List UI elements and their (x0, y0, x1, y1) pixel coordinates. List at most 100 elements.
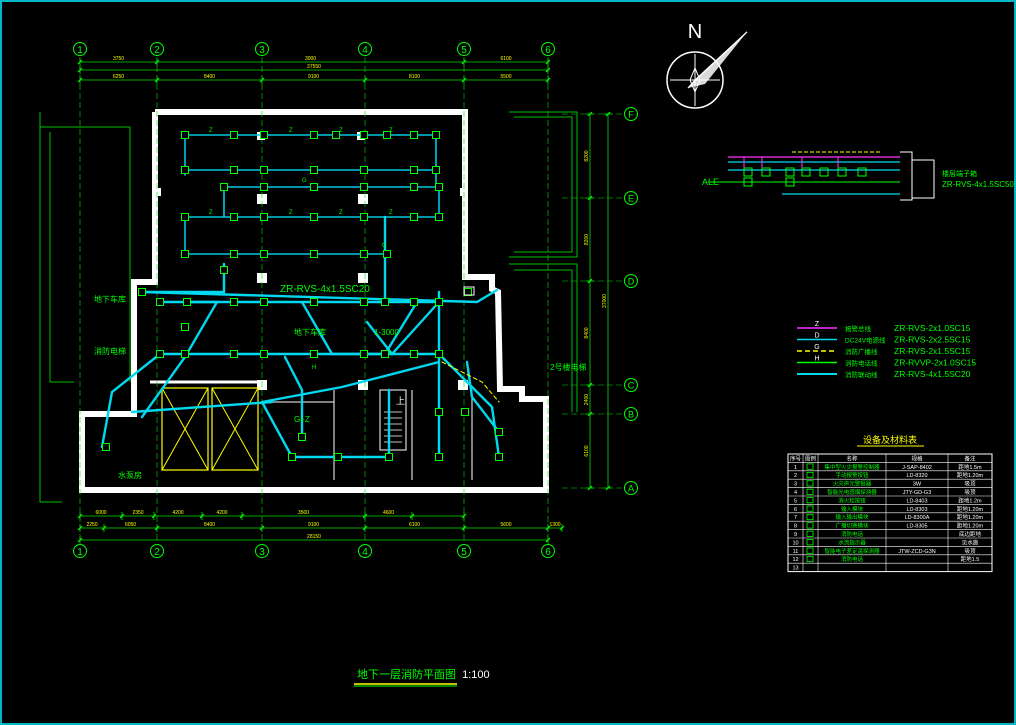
axis-bubble-top (358, 42, 372, 56)
detector-device (464, 288, 472, 296)
compass-ring (666, 51, 724, 109)
axis-bubble-bottom (73, 544, 87, 558)
stairwell (379, 389, 407, 451)
detector-device (310, 350, 318, 358)
detector-device (230, 350, 238, 358)
dim-slash (545, 67, 551, 73)
table-header-cell: 备注 (964, 454, 976, 462)
table-cell: 8 (794, 524, 797, 530)
dim-slash-v (587, 485, 593, 491)
table-cell: LD-8320 (906, 473, 927, 479)
detector-device (435, 350, 443, 358)
axis-label-right: F (628, 110, 634, 120)
axis-bubble-bottom (150, 544, 164, 558)
loop-tag-g: G (382, 243, 387, 249)
detector-device (310, 183, 318, 191)
detector-device (183, 298, 191, 306)
axis-label-bottom: 3 (259, 547, 265, 558)
dim-slash (461, 77, 467, 83)
axis-bubble-bottom (541, 544, 555, 558)
table-cell: 距地1.2m (958, 496, 982, 504)
axis-bubble-bottom (457, 544, 471, 558)
detector-device (381, 350, 389, 358)
table-legend-symbol (806, 539, 814, 546)
table-cell: 1 (794, 465, 797, 471)
detector-device (260, 250, 268, 258)
table-cell: 2 (794, 473, 797, 479)
detector-device (260, 131, 268, 139)
dim-slash (77, 537, 83, 543)
dim-label: 3000 (305, 56, 316, 62)
dim-slash (461, 513, 467, 519)
table-cell: 智能光电感烟探测器 (827, 488, 877, 496)
dim-slash-v (587, 111, 593, 117)
dim-slash (119, 513, 125, 519)
legend-cable: ZR-RVVP-2x1.0SC15 (894, 358, 976, 368)
axis-label-bottom: 2 (154, 547, 160, 558)
table-legend-symbol (806, 488, 814, 495)
table-cell: 输入模块 (841, 505, 864, 513)
system-panel-label: 楼层端子箱 (942, 169, 977, 178)
legend-name: 消防联动线 (845, 370, 878, 379)
dim-label: 2350 (132, 510, 143, 516)
detector-device (230, 166, 238, 174)
axis-label-right: C (628, 381, 635, 391)
detector-device (181, 323, 189, 331)
left-label-1: 地下车库 (94, 294, 126, 304)
axis-label-right: E (628, 194, 634, 204)
detector-device (181, 131, 189, 139)
floor-terminal-box (911, 159, 935, 199)
alarm-loop-upper (184, 134, 440, 255)
table-cell: 4 (794, 490, 797, 496)
axis-bubble-top (73, 42, 87, 56)
table-cell: 集中型火灾报警控制器 (824, 463, 880, 471)
detector-device (410, 350, 418, 358)
drawing-title: 地下一层消防平面图 1:100 (357, 667, 490, 681)
dim-slash (461, 59, 467, 65)
detector-device (435, 298, 443, 306)
table-legend-symbol (806, 480, 814, 487)
axis-label-top: 3 (259, 45, 265, 56)
detector-device (381, 298, 389, 306)
axis-bubble-right (624, 107, 638, 121)
left-label-2: 消防电梯 (94, 346, 126, 356)
dim-slash (154, 77, 160, 83)
detector-device (385, 453, 393, 461)
detector-device (461, 408, 469, 416)
detector-device (383, 131, 391, 139)
detector-device (360, 131, 368, 139)
legend-cable: ZR-RVS-2x2.5SC15 (894, 335, 971, 345)
dim-slash-v (605, 111, 611, 117)
dim-label: 6250 (113, 74, 124, 80)
legend-name: 消防广播线 (845, 347, 878, 356)
legend-code: H (814, 356, 819, 363)
table-cell: 消防电话 (841, 530, 864, 538)
dim-slash (259, 525, 265, 531)
detector-device (156, 298, 164, 306)
detector-device (435, 213, 443, 221)
axis-label-top: 1 (77, 45, 83, 56)
detector-device (298, 433, 306, 441)
table-legend-symbol (806, 497, 814, 504)
table-cell: 6 (794, 507, 797, 513)
loop-tag-z: Z (209, 210, 213, 216)
detector-device (410, 213, 418, 221)
dim-slash-v (587, 278, 593, 284)
table-cell: 吸顶 (964, 481, 976, 488)
table-cell: 13 (792, 566, 798, 572)
dim-label-v: 8200 (584, 150, 590, 161)
drawing-title-text: 地下一层消防平面图 (357, 667, 456, 681)
axis-label-right: A (628, 484, 634, 494)
detector-device (410, 166, 418, 174)
dim-total-label-v: 37000 (602, 294, 608, 308)
dim-label-v: 6100 (584, 445, 590, 456)
table-legend-symbol (806, 547, 814, 554)
dim-slash (154, 59, 160, 65)
table-cell: 手动报警按钮 (835, 471, 869, 479)
ht-label: 1-3000 (374, 328, 399, 337)
detector-device (181, 250, 189, 258)
